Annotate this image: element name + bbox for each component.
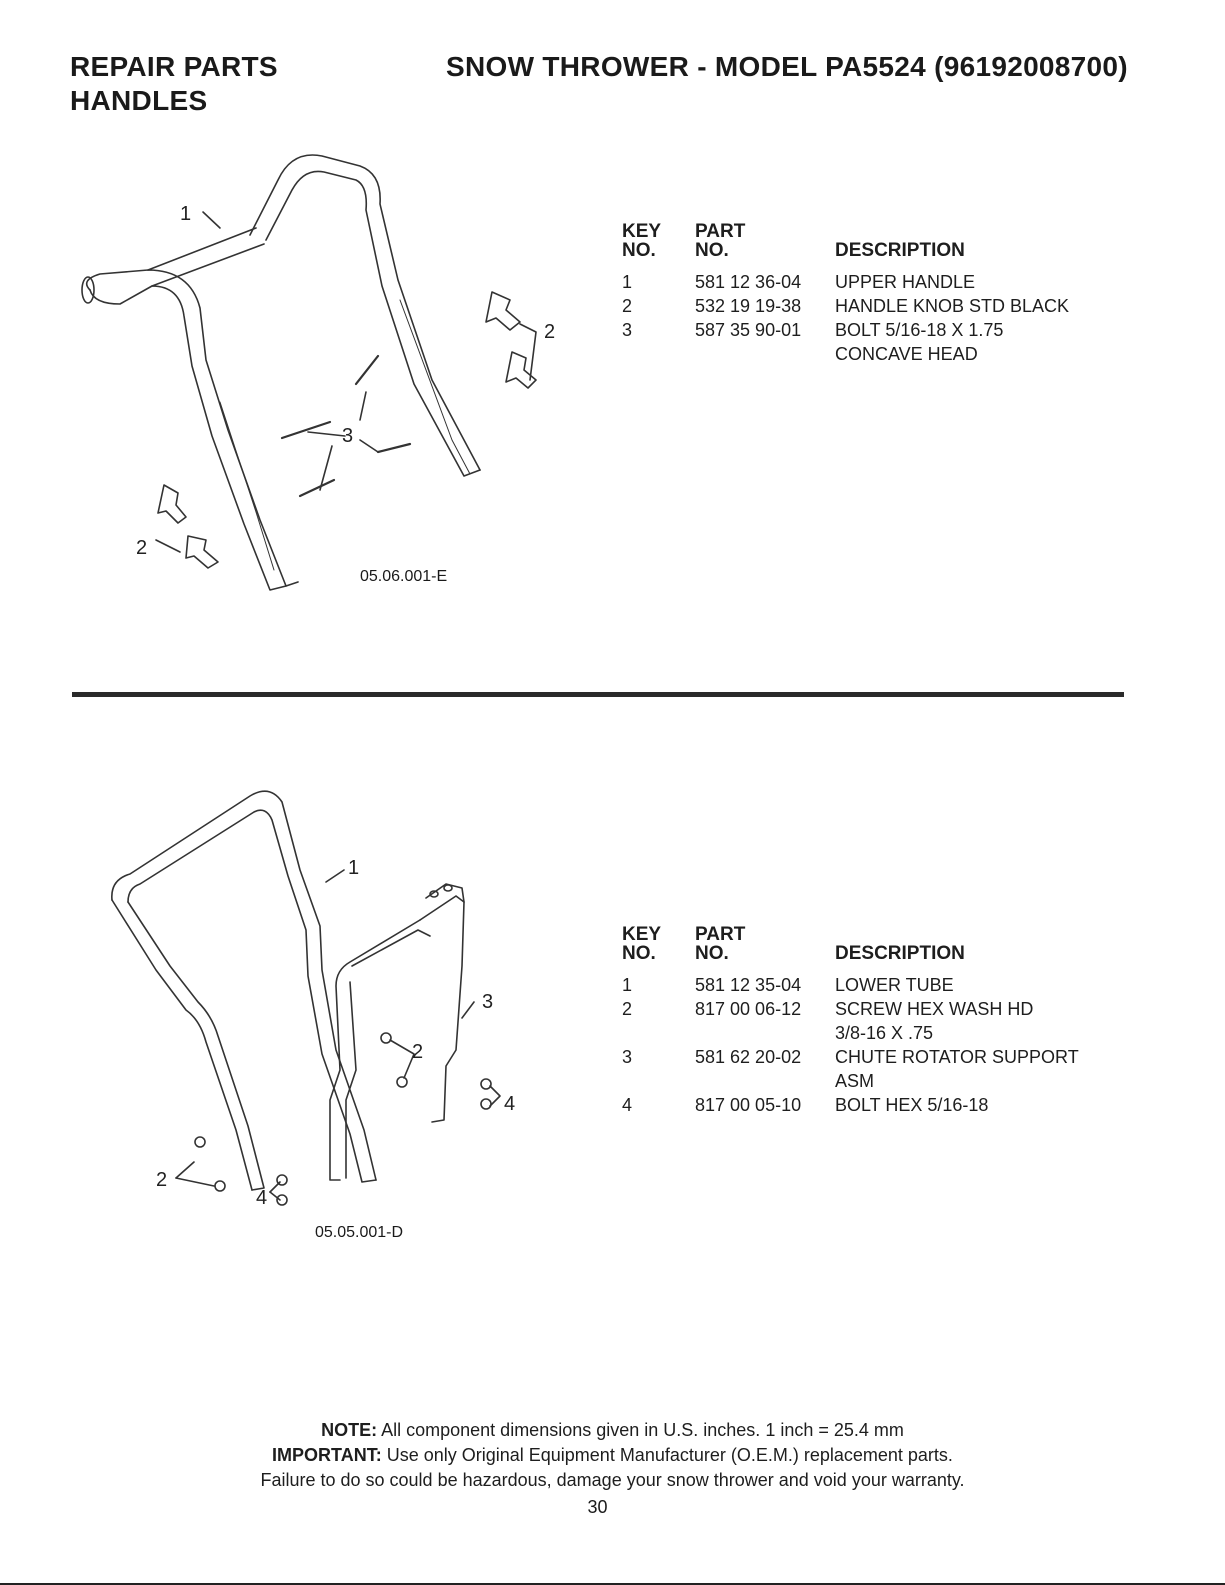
callout-3: 3	[342, 425, 353, 447]
upper-handle-diagram: 1 2 2 3	[60, 140, 580, 600]
callout-2-right: 2	[544, 321, 555, 343]
callout-1: 1	[348, 857, 359, 879]
model-heading: SNOW THROWER - MODEL PA5524 (96192008700…	[446, 51, 1128, 82]
description-header: DESCRIPTION	[835, 943, 965, 964]
footer-notes: NOTE: All component dimensions given in …	[0, 1418, 1225, 1493]
callout-2-right: 2	[412, 1041, 423, 1063]
diagram-code: 05.06.001-E	[360, 568, 448, 585]
page-number: 30	[587, 1497, 608, 1517]
bottom-edge-line	[0, 1583, 1225, 1585]
description-header: DESCRIPTION	[835, 240, 965, 261]
table-row: ASM	[835, 1071, 875, 1091]
lower-tube-diagram: 1 2 2 3 4 4	[100, 770, 540, 1220]
section-divider	[72, 692, 1124, 697]
table-row: CONCAVE HEAD	[835, 344, 978, 364]
callout-4-right: 4	[504, 1093, 515, 1115]
section-title: REPAIR PARTS HANDLES	[70, 50, 278, 118]
callout-1: 1	[180, 203, 191, 225]
callout-4-left: 4	[256, 1187, 267, 1209]
callout-3: 3	[482, 991, 493, 1013]
note-line: NOTE: All component dimensions given in …	[321, 1420, 904, 1440]
callout-2-left: 2	[156, 1169, 167, 1191]
callout-2-left: 2	[136, 537, 147, 559]
repair-parts-heading: REPAIR PARTS	[70, 51, 278, 82]
table-row: 3/8-16 X .75	[835, 1023, 934, 1043]
warning-line: Failure to do so could be hazardous, dam…	[260, 1470, 965, 1490]
diagram-code: 05.05.001-D	[315, 1224, 404, 1241]
handles-heading: HANDLES	[70, 85, 208, 116]
important-line: IMPORTANT: Use only Original Equipment M…	[272, 1445, 953, 1465]
